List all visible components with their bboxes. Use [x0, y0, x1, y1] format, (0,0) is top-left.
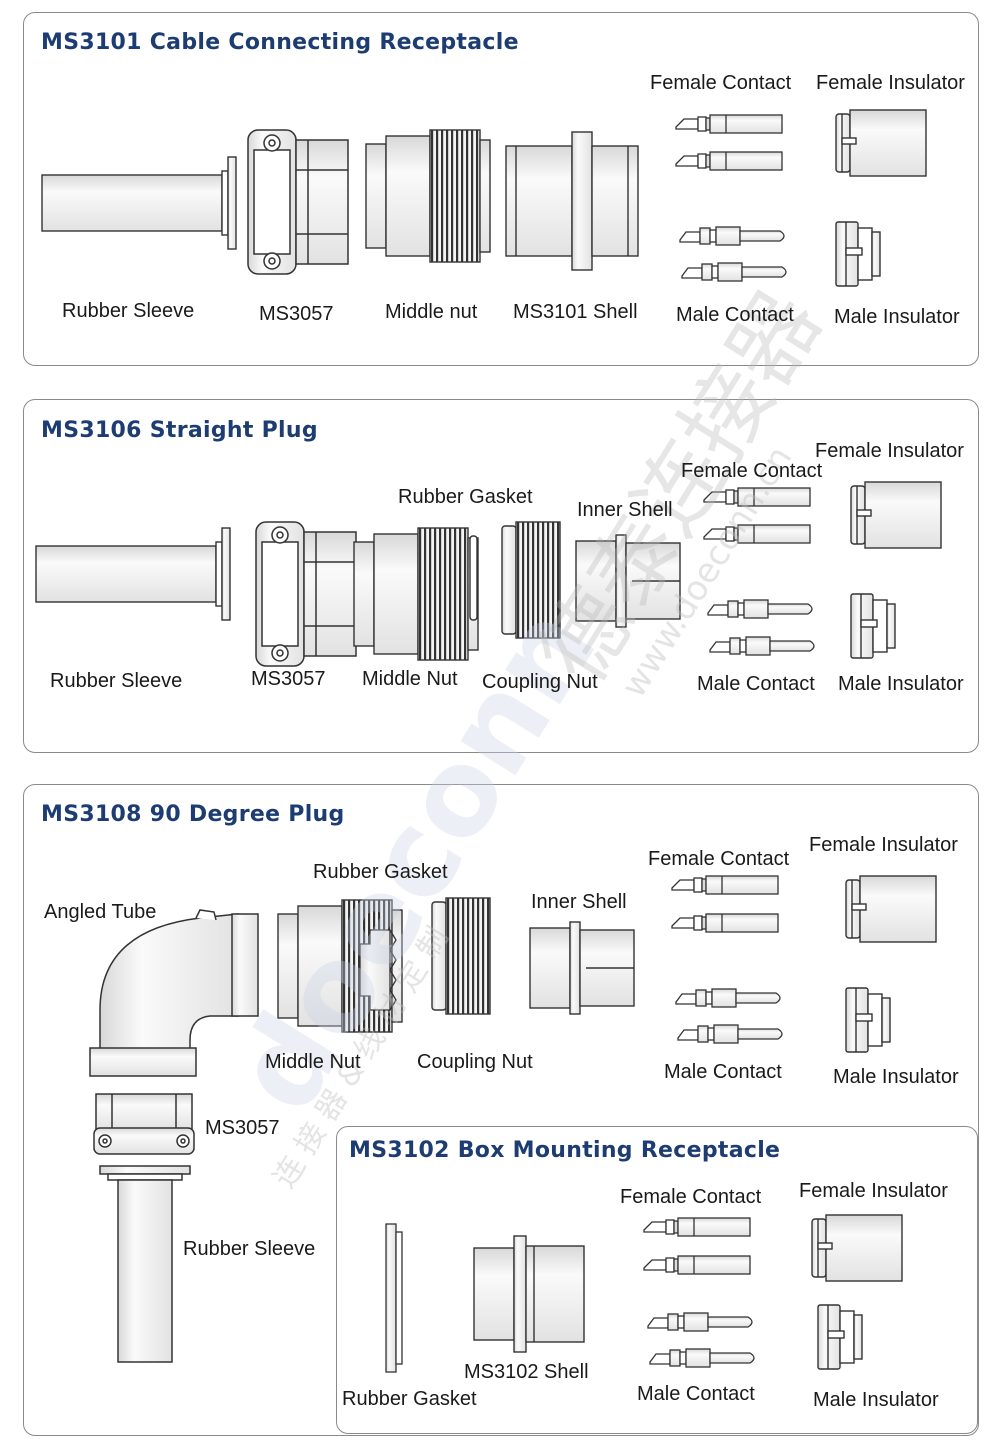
label-female-insulator: Female Insulator — [815, 440, 964, 462]
label-rubber-gasket: Rubber Gasket — [398, 486, 533, 508]
panel-title-ms3106: MS3106 Straight Plug — [41, 418, 318, 443]
label-coupling-nut: Coupling Nut — [482, 671, 598, 693]
label-shell: MS3101 Shell — [513, 301, 638, 323]
label-female-insulator: Female Insulator — [809, 834, 958, 856]
label-rubber-gasket: Rubber Gasket — [313, 861, 448, 883]
label-male-insulator: Male Insulator — [833, 1066, 959, 1088]
label-female-insulator: Female Insulator — [816, 72, 965, 94]
label-shell: MS3102 Shell — [464, 1361, 589, 1383]
label-ms3057: MS3057 — [205, 1117, 280, 1139]
label-angled-tube: Angled Tube — [44, 901, 157, 923]
label-rubber-sleeve: Rubber Sleeve — [50, 670, 183, 692]
label-male-insulator: Male Insulator — [838, 673, 964, 695]
label-coupling-nut: Coupling Nut — [417, 1051, 533, 1073]
label-female-contact: Female Contact — [681, 460, 823, 482]
label-female-insulator: Female Insulator — [799, 1180, 948, 1202]
label-male-contact: Male Contact — [637, 1383, 755, 1405]
label-middle-nut: Middle Nut — [362, 668, 458, 690]
label-male-contact: Male Contact — [664, 1061, 782, 1083]
label-female-contact: Female Contact — [648, 848, 790, 870]
label-rubber-gasket: Rubber Gasket — [342, 1388, 477, 1410]
label-male-contact: Male Contact — [697, 673, 815, 695]
label-middle-nut: Middle nut — [385, 301, 478, 323]
label-male-insulator: Male Insulator — [834, 306, 960, 328]
label-rubber-sleeve: Rubber Sleeve — [62, 300, 195, 322]
panel-title-ms3101: MS3101 Cable Connecting Receptacle — [41, 30, 519, 55]
label-middle-nut: Middle Nut — [265, 1051, 361, 1073]
label-rubber-sleeve: Rubber Sleeve — [183, 1238, 316, 1260]
label-female-contact: Female Contact — [620, 1186, 762, 1208]
label-male-contact: Male Contact — [676, 304, 794, 326]
label-inner-shell: Inner Shell — [577, 499, 673, 521]
label-inner-shell: Inner Shell — [531, 891, 627, 913]
label-female-contact: Female Contact — [650, 72, 792, 94]
label-ms3057: MS3057 — [259, 303, 334, 325]
panel-title-ms3102: MS3102 Box Mounting Receptacle — [349, 1138, 781, 1163]
label-male-insulator: Male Insulator — [813, 1389, 939, 1411]
panel-title-ms3108: MS3108 90 Degree Plug — [41, 802, 345, 827]
label-ms3057: MS3057 — [251, 668, 326, 690]
